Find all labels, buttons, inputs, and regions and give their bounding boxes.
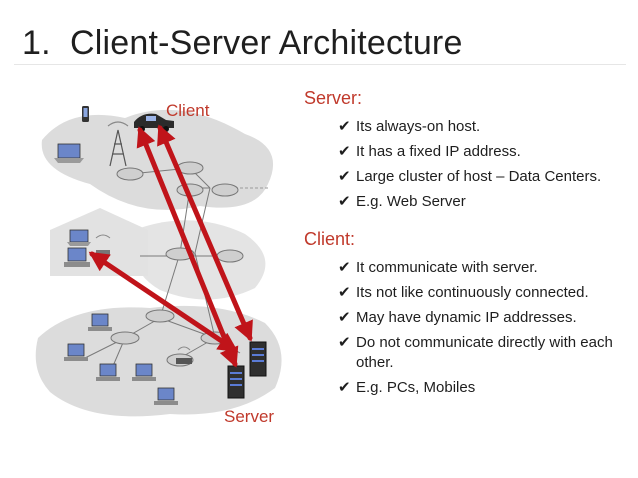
checkmark-icon: ✔ <box>338 379 351 396</box>
client-heading: Client: <box>304 229 356 249</box>
client-section: Client: ✔ It communicate with server. ✔ It… <box>304 229 636 403</box>
bullet-text: It has a fixed IP address. <box>356 143 521 160</box>
server-section: Server: ✔ Its always-on host. ✔ It has a f… <box>304 88 636 217</box>
laptop-icon <box>54 143 84 163</box>
list-item: ✔ E.g. Web Server <box>304 192 636 212</box>
list-item: ✔ Do not communicate directly with each o… <box>304 333 616 373</box>
network-diagram: Client Server <box>35 101 282 426</box>
bullet-text: E.g. PCs, Mobiles <box>356 379 476 396</box>
bullet-text: May have dynamic IP addresses. <box>356 309 577 326</box>
list-item: ✔ It has a fixed IP address. <box>304 142 636 162</box>
client-bullet-list: ✔ It communicate with server. ✔ Its not li… <box>304 258 636 398</box>
bullet-text: Its always-on host. <box>356 118 481 135</box>
checkmark-icon: ✔ <box>338 309 351 326</box>
phone-icon <box>82 106 89 122</box>
client-server-arrow <box>88 251 239 353</box>
laptop-icon <box>67 229 91 246</box>
client-label: Client <box>166 101 210 120</box>
checkmark-icon: ✔ <box>338 193 351 210</box>
checkmark-icon: ✔ <box>338 168 351 185</box>
bullet-text: Its not like continuously connected. <box>356 284 589 301</box>
list-item: ✔ It communicate with server. <box>304 258 636 278</box>
list-item: ✔ Large cluster of host – Data Centers. <box>304 167 636 187</box>
checkmark-icon: ✔ <box>338 143 351 160</box>
server-label: Server <box>224 407 274 426</box>
checkmark-icon: ✔ <box>338 284 351 301</box>
list-item: ✔ May have dynamic IP addresses. <box>304 308 636 328</box>
bullet-text: Do not communicate directly with each ot… <box>356 334 613 371</box>
slide-title-text: Client-Server Architecture <box>70 24 463 62</box>
list-item: ✔ E.g. PCs, Mobiles <box>304 378 636 398</box>
list-item: ✔ Its not like continuously connected. <box>304 283 636 303</box>
checkmark-icon: ✔ <box>338 334 351 351</box>
checkmark-icon: ✔ <box>338 118 351 135</box>
slide-number: 1. <box>22 24 51 62</box>
server-bullet-list: ✔ Its always-on host. ✔ It has a fixed IP … <box>304 117 636 212</box>
desktop-pc-icon <box>64 247 90 267</box>
bullet-text: Large cluster of host – Data Centers. <box>356 168 602 185</box>
slide-title: 1. Client-Server Architecture <box>22 24 463 63</box>
bullet-text: E.g. Web Server <box>356 193 466 210</box>
server-icon <box>227 341 267 399</box>
cell-tower-icon <box>107 121 129 167</box>
server-heading: Server: <box>304 88 363 108</box>
title-divider <box>14 64 626 65</box>
list-item: ✔ Its always-on host. <box>304 117 636 137</box>
checkmark-icon: ✔ <box>338 259 351 276</box>
bullet-text: It communicate with server. <box>356 259 538 276</box>
